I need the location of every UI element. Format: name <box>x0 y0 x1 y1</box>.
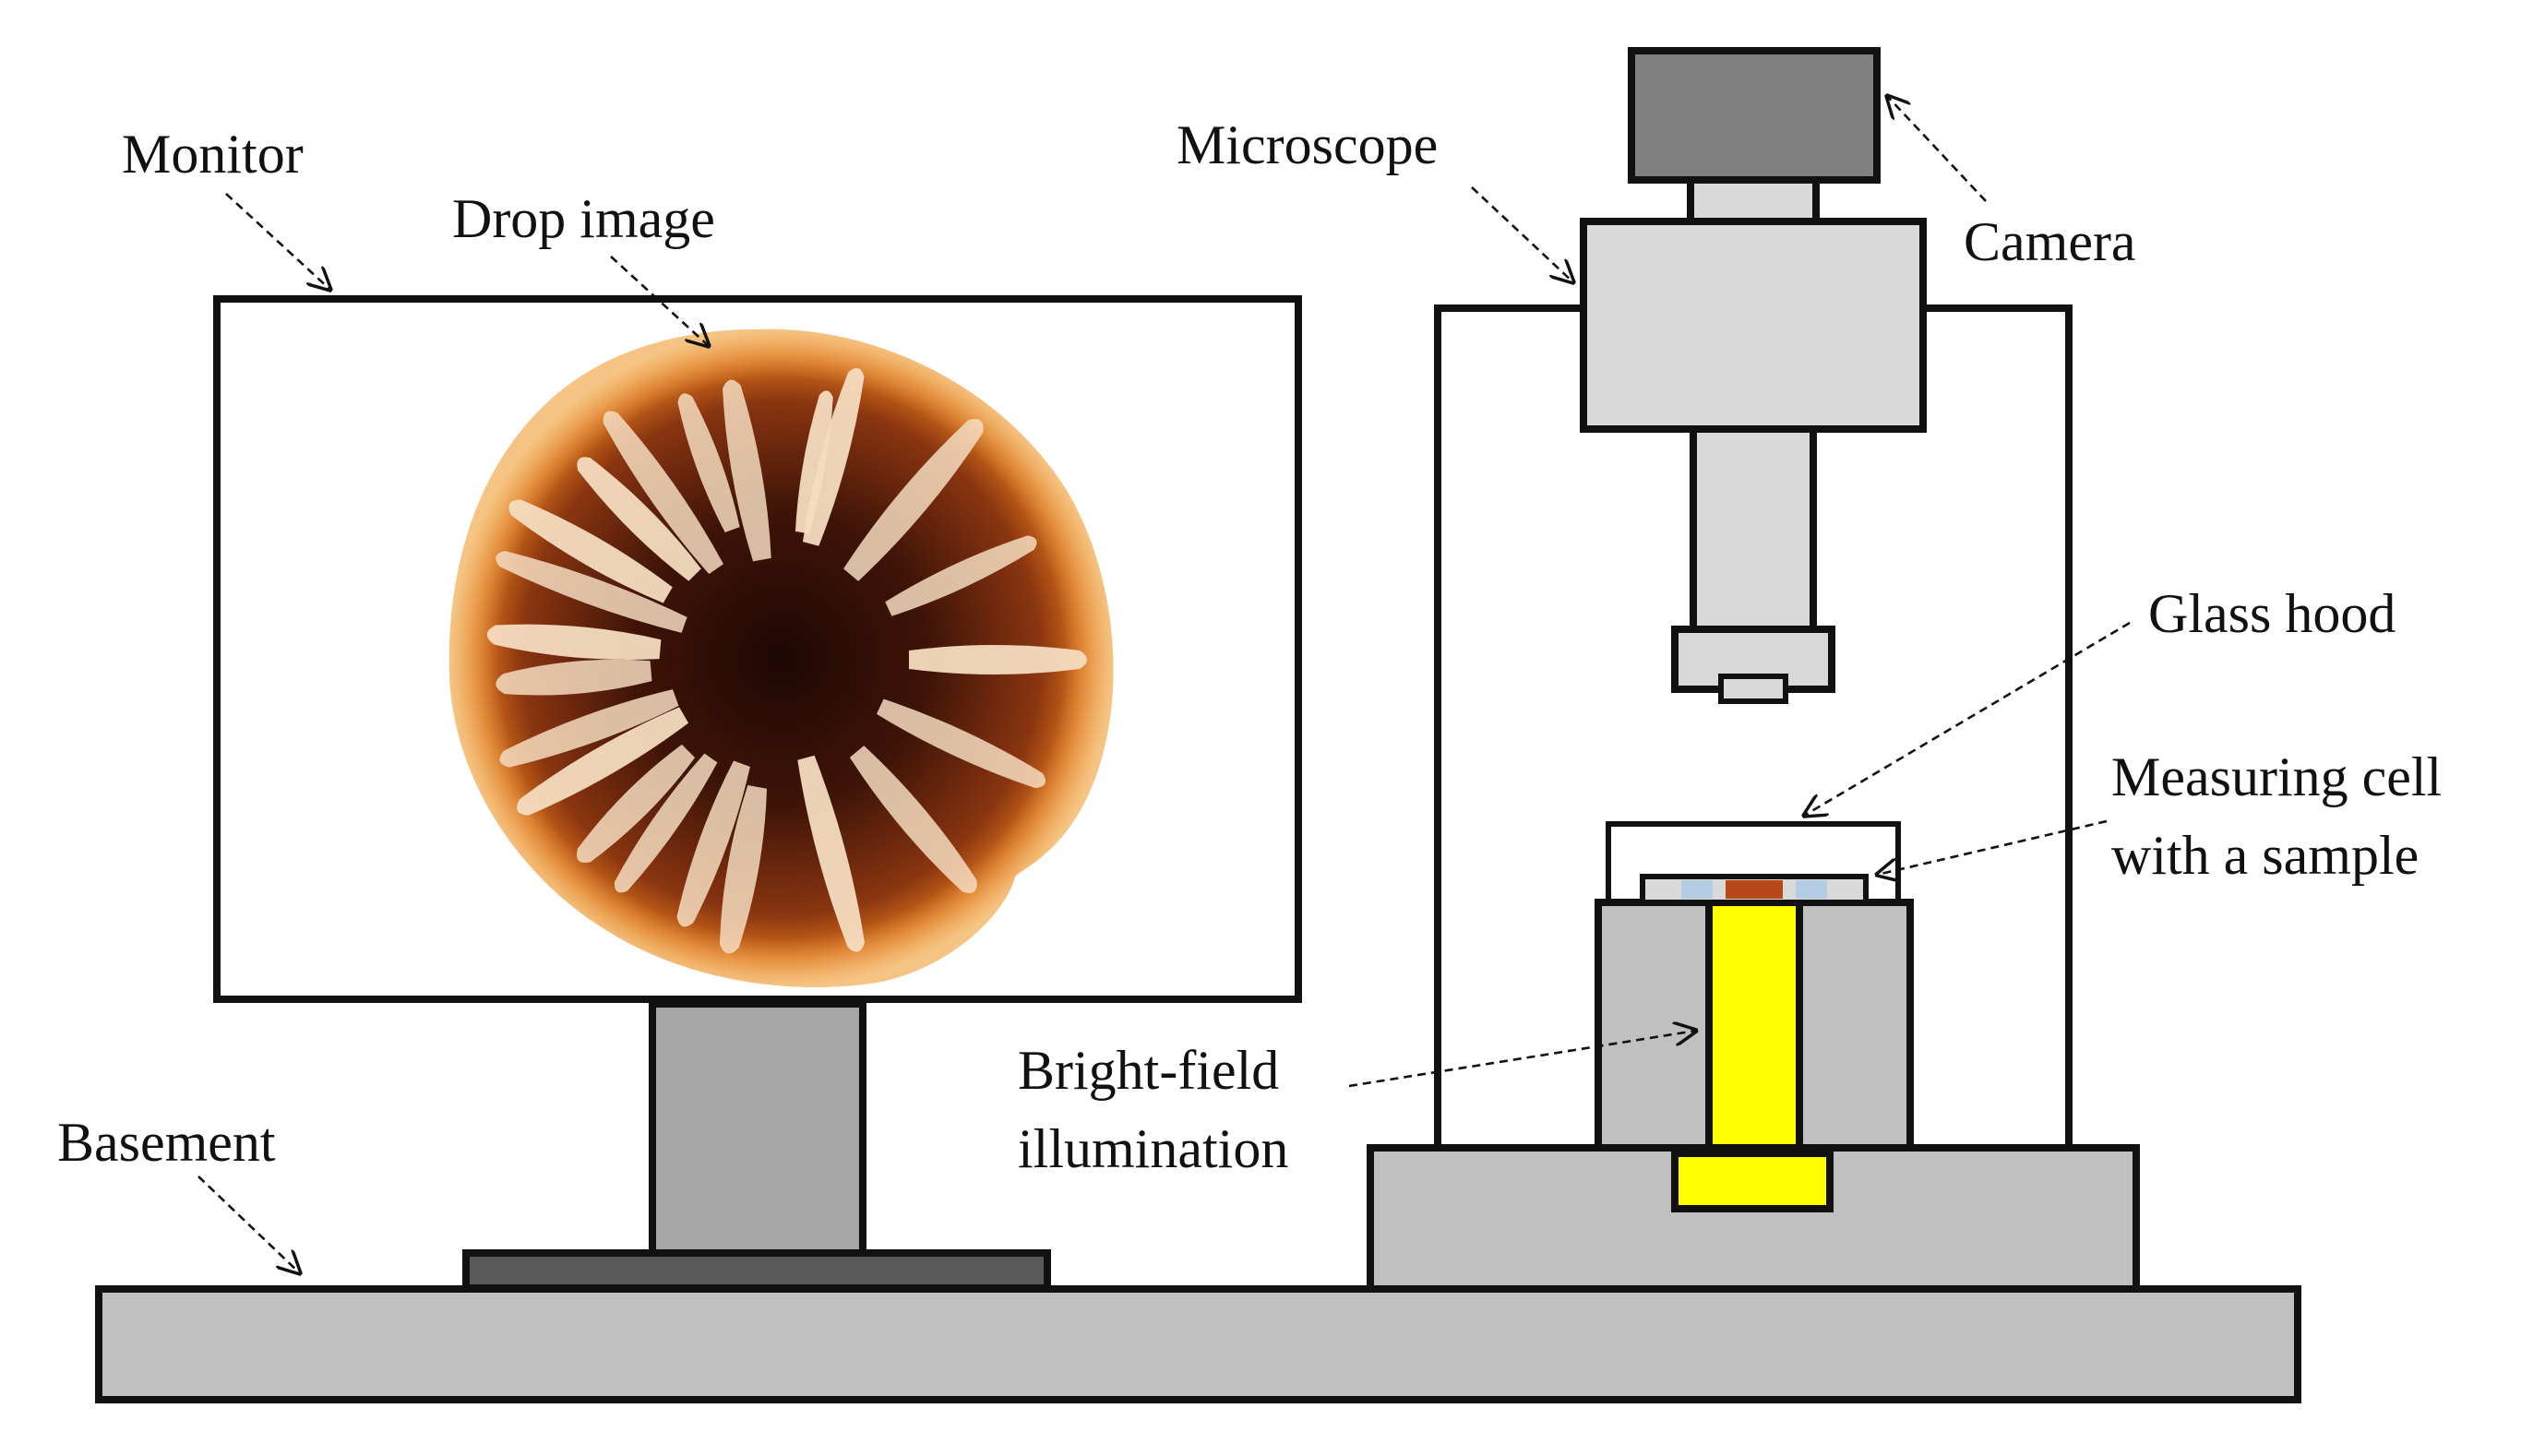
label-camera: Camera <box>1964 211 2136 272</box>
drop-dendrite <box>496 659 652 696</box>
glass-hood-arrow <box>1804 621 2131 816</box>
camera-body <box>1628 47 1881 184</box>
basement-arrow <box>197 1176 300 1273</box>
drop-dendrite <box>577 744 696 863</box>
drop-dendrite <box>517 707 689 816</box>
monitor-arrow <box>225 193 330 290</box>
drop-dendrite <box>719 785 768 954</box>
microscope-base <box>1367 1144 2140 1293</box>
objective-tip <box>1718 674 1788 704</box>
drop-dendrite <box>486 624 662 661</box>
monitor-neck <box>649 1000 866 1257</box>
drop-dendrite <box>614 753 718 893</box>
drop-dendrite <box>802 367 865 546</box>
drop-dendrite <box>797 755 865 952</box>
drop-dendrite <box>577 457 701 581</box>
drop-image-arrow <box>610 256 709 346</box>
label-monitor: Monitor <box>122 124 304 185</box>
label-measuring-cell-line2: with a sample <box>2111 825 2419 886</box>
drop-image <box>448 328 1114 987</box>
drop-dendrite <box>508 499 673 603</box>
label-microscope: Microscope <box>1177 114 1438 175</box>
drop-dendrite <box>909 645 1087 674</box>
label-bright-field-line1: Bright-field <box>1018 1040 1279 1101</box>
drop-dendrite <box>496 551 687 633</box>
illumination-lamp-base <box>1671 1150 1834 1212</box>
drop-dendrite <box>849 746 977 893</box>
camera-arrow <box>1887 96 1987 202</box>
camera-adapter <box>1687 176 1820 225</box>
drop-dendrite <box>499 689 679 768</box>
microscope-head <box>1580 218 1927 433</box>
label-bright-field-line2: illumination <box>1018 1118 1288 1179</box>
monitor-foot <box>462 1249 1051 1292</box>
label-glass-hood: Glass hood <box>2148 583 2396 644</box>
microscope-tube <box>1690 425 1817 633</box>
drop-dendrite <box>885 535 1037 616</box>
drop-dendrite <box>795 390 833 534</box>
drop-image-dendrites <box>486 367 1087 954</box>
bright-field-illumination-column <box>1705 899 1803 1152</box>
label-basement: Basement <box>57 1112 276 1173</box>
drop-dendrite <box>677 393 740 532</box>
bright-field-arrow <box>1348 1031 1696 1088</box>
drop-dendrite <box>723 379 771 562</box>
drop-dendrite <box>676 760 750 927</box>
label-drop-image: Drop image <box>452 188 715 249</box>
microscope-arrow <box>1471 186 1573 282</box>
label-measuring-cell-line1: Measuring cell <box>2111 746 2442 807</box>
drop-dendrite <box>876 698 1046 789</box>
drop-dendrite <box>603 411 723 575</box>
drop-dendrite <box>843 419 984 581</box>
measuring-cell <box>1640 874 1869 905</box>
measuring-cell-arrow <box>1877 819 2108 875</box>
basement-slab <box>95 1285 2301 1403</box>
